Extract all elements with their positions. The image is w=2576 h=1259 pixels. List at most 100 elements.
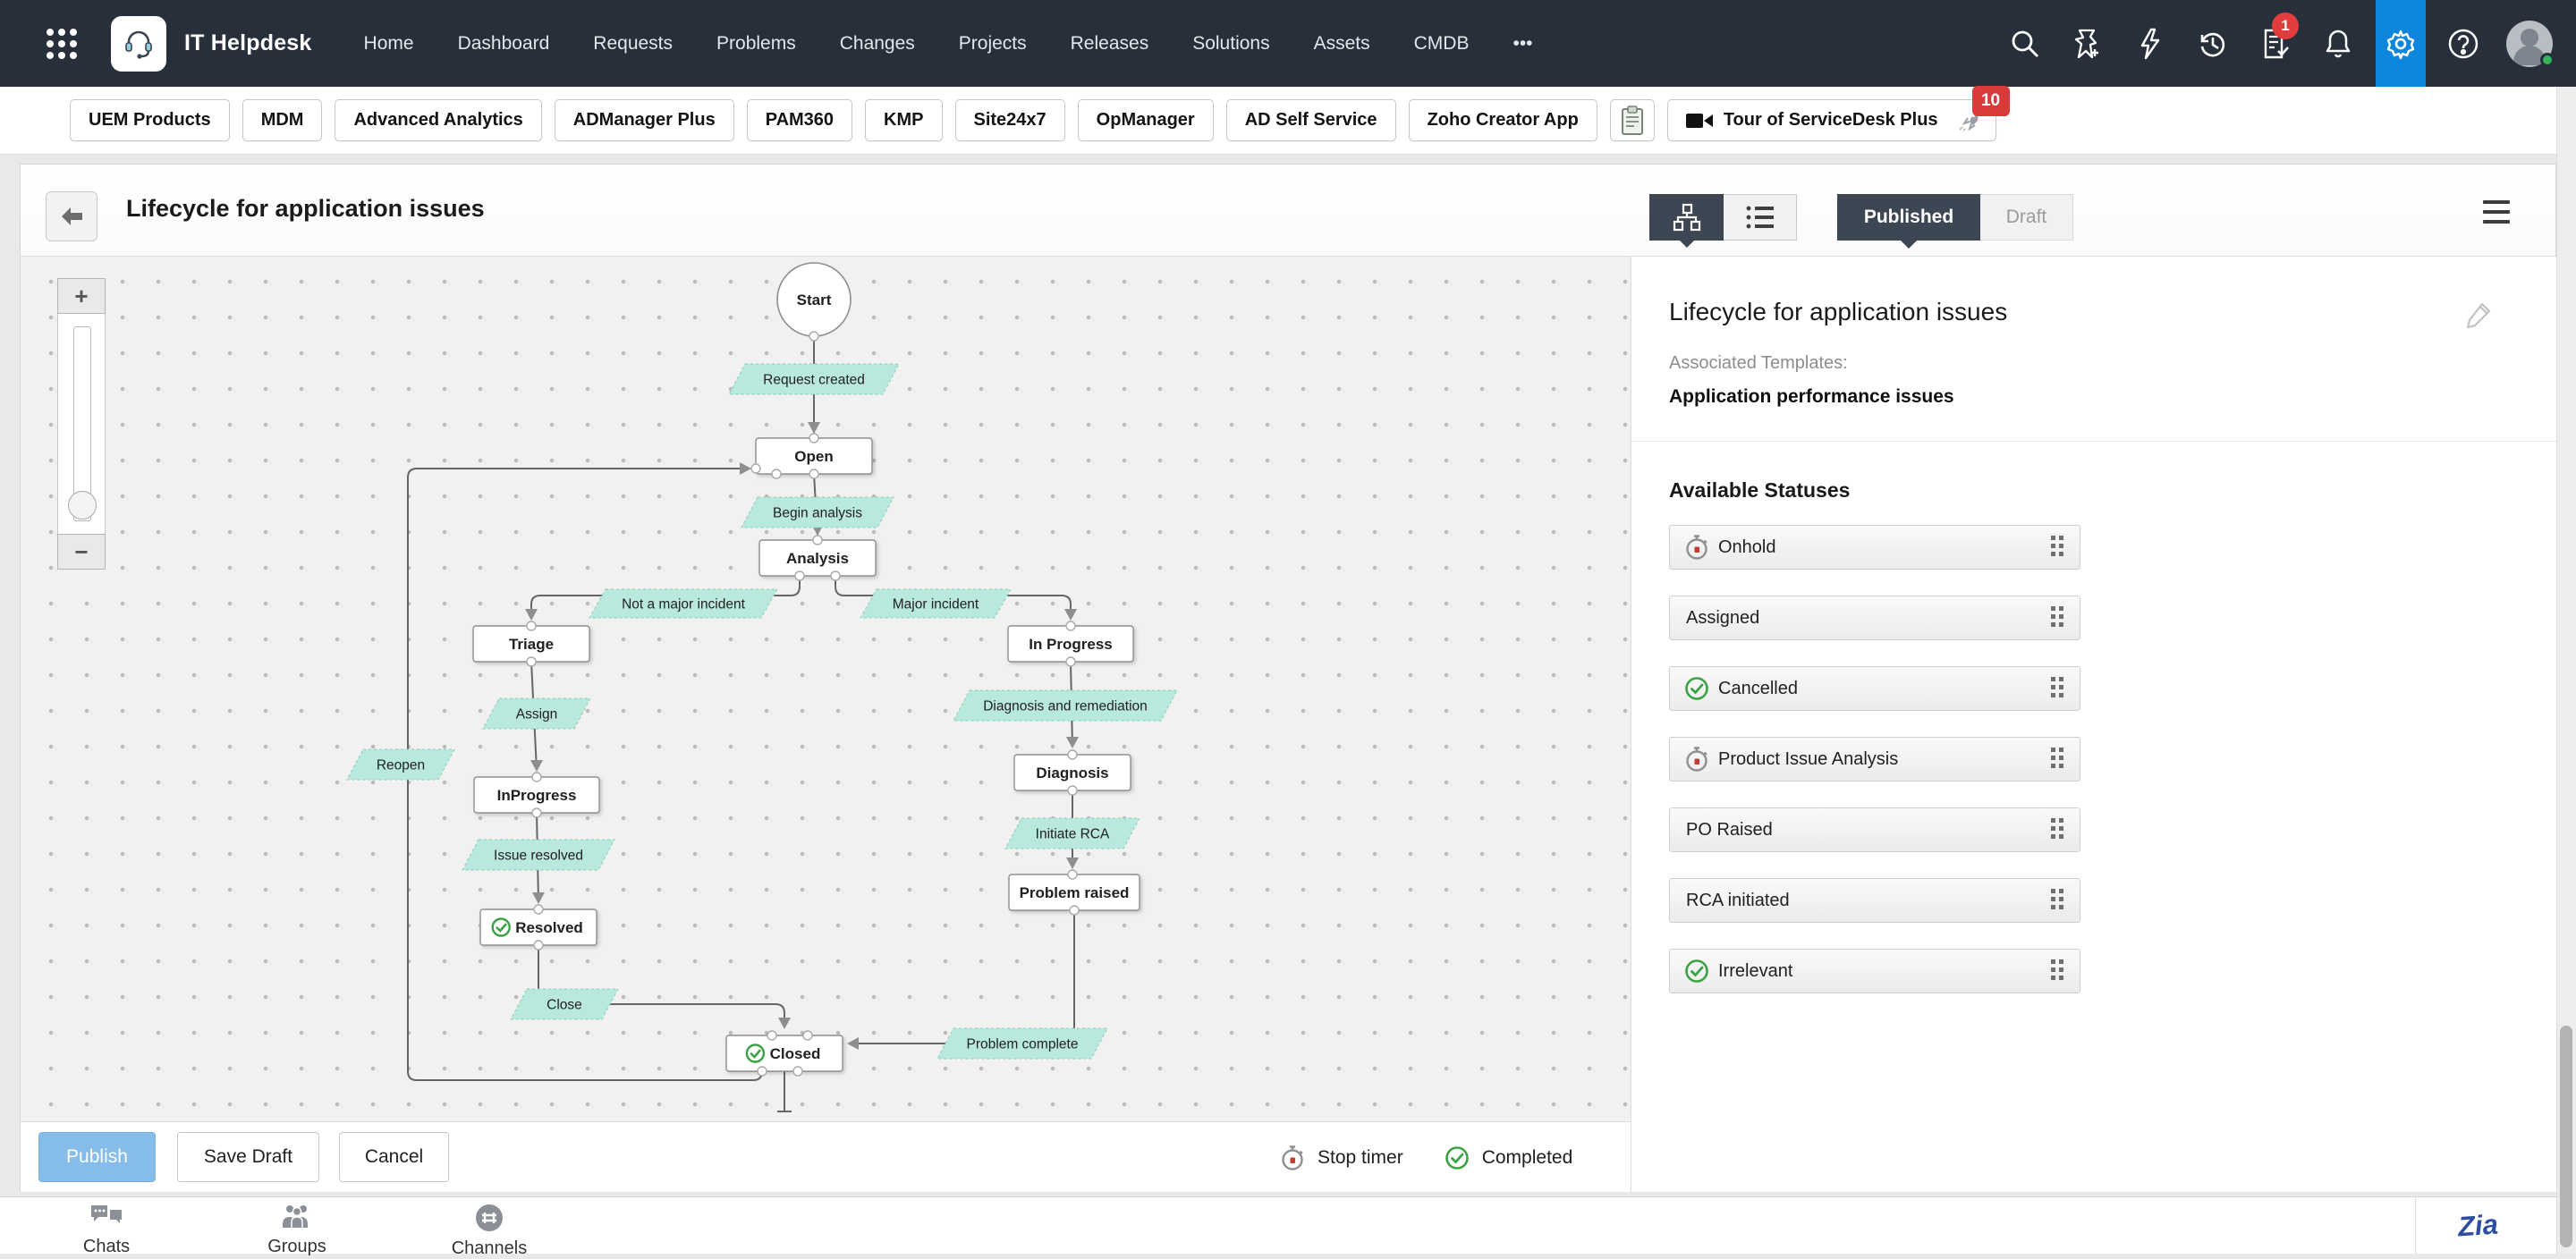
- quickbar-button-mdm[interactable]: MDM: [242, 99, 323, 141]
- connection-port[interactable]: [750, 463, 761, 474]
- drag-handle-icon[interactable]: [2051, 606, 2063, 627]
- flow-node-start[interactable]: Start: [776, 262, 852, 337]
- nav-item-releases[interactable]: Releases: [1070, 32, 1149, 54]
- user-avatar[interactable]: [2506, 20, 2555, 67]
- connection-port[interactable]: [812, 535, 823, 545]
- zoom-slider-track[interactable]: [57, 314, 106, 534]
- connection-port[interactable]: [767, 1030, 777, 1041]
- apps-grid-icon[interactable]: [47, 28, 77, 59]
- flow-node-analysis[interactable]: Analysis: [758, 539, 877, 577]
- connection-port[interactable]: [1067, 749, 1078, 760]
- connection-port[interactable]: [757, 1066, 767, 1077]
- flow-node-triage[interactable]: Triage: [472, 625, 590, 663]
- zoom-out-button[interactable]: −: [57, 534, 106, 570]
- flow-node-issue-resolved[interactable]: Issue resolved: [462, 839, 615, 871]
- flow-node-resolved[interactable]: Resolved: [479, 908, 597, 946]
- nav-item-problems[interactable]: Problems: [716, 32, 796, 54]
- quickbar-button-opmanager[interactable]: OpManager: [1077, 99, 1214, 141]
- nav-item-requests[interactable]: Requests: [593, 32, 674, 54]
- nav-item-home[interactable]: Home: [363, 32, 414, 54]
- quickbar-button-pam360[interactable]: PAM360: [746, 99, 853, 141]
- quickbar-button-zoho-creator-app[interactable]: Zoho Creator App: [1408, 99, 1597, 141]
- drag-handle-icon[interactable]: [2051, 889, 2063, 909]
- bell-icon[interactable]: [2313, 0, 2363, 87]
- drag-handle-icon[interactable]: [2051, 748, 2063, 768]
- nav-item-changes[interactable]: Changes: [839, 32, 915, 54]
- nav-item-cmdb[interactable]: CMDB: [1413, 32, 1470, 54]
- tab-draft[interactable]: Draft: [1980, 194, 2073, 241]
- flow-node-reopen[interactable]: Reopen: [346, 748, 455, 781]
- flow-node-closed[interactable]: Closed: [725, 1035, 843, 1072]
- status-row-rca-initiated[interactable]: RCA initiated: [1669, 878, 2080, 923]
- drag-handle-icon[interactable]: [2051, 536, 2063, 556]
- connection-port[interactable]: [526, 621, 537, 631]
- tab-published[interactable]: Published: [1837, 194, 1980, 241]
- flow-node-inprogress[interactable]: InProgress: [473, 776, 600, 814]
- flow-node-not-major-incident[interactable]: Not a major incident: [589, 588, 778, 619]
- drag-handle-icon[interactable]: [2051, 677, 2063, 697]
- flow-node-begin-analysis[interactable]: Begin analysis: [741, 496, 894, 528]
- status-row-cancelled[interactable]: Cancelled: [1669, 666, 2080, 711]
- edit-pencil-icon[interactable]: [2463, 300, 2494, 334]
- status-row-po-raised[interactable]: PO Raised: [1669, 807, 2080, 852]
- connection-port[interactable]: [531, 807, 542, 818]
- connection-port[interactable]: [830, 570, 841, 581]
- status-row-product-issue-analysis[interactable]: Product Issue Analysis: [1669, 737, 2080, 782]
- flow-node-close[interactable]: Close: [510, 988, 619, 1020]
- flowchart-view-toggle[interactable]: [1649, 194, 1724, 241]
- quickbar-button-ad-self-service[interactable]: AD Self Service: [1225, 99, 1396, 141]
- connection-port[interactable]: [794, 570, 805, 581]
- flow-node-diagnosis-and-remediation[interactable]: Diagnosis and remediation: [953, 689, 1178, 722]
- nav-item-dashboard[interactable]: Dashboard: [457, 32, 550, 54]
- page-scrollbar[interactable]: [2556, 87, 2576, 1254]
- status-row-irrelevant[interactable]: Irrelevant: [1669, 949, 2080, 993]
- flow-node-initiate-rca[interactable]: Initiate RCA: [1004, 817, 1140, 849]
- nav-item-projects[interactable]: Projects: [958, 32, 1027, 54]
- flow-node-problem-raised[interactable]: Problem raised: [1008, 874, 1140, 911]
- nav-item-assets[interactable]: Assets: [1313, 32, 1370, 54]
- help-icon[interactable]: [2438, 0, 2488, 87]
- nav-item--[interactable]: •••: [1513, 32, 1533, 54]
- connection-port[interactable]: [809, 331, 819, 342]
- connection-port[interactable]: [792, 1066, 803, 1077]
- zoom-in-button[interactable]: +: [57, 278, 106, 314]
- task-list-icon[interactable]: 1: [2250, 0, 2301, 87]
- list-view-toggle[interactable]: [1723, 194, 1797, 241]
- gear-icon[interactable]: [2376, 0, 2426, 87]
- connection-port[interactable]: [771, 469, 782, 479]
- status-row-onhold[interactable]: Onhold: [1669, 525, 2080, 570]
- ribbon-add-icon[interactable]: [2063, 0, 2113, 87]
- search-icon[interactable]: [2000, 0, 2050, 87]
- connection-port[interactable]: [809, 433, 819, 444]
- connection-port[interactable]: [1065, 656, 1076, 667]
- quickbar-button-kmp[interactable]: KMP: [865, 99, 943, 141]
- nav-item-solutions[interactable]: Solutions: [1192, 32, 1270, 54]
- zoom-slider-handle[interactable]: [68, 491, 97, 520]
- connection-port[interactable]: [531, 772, 542, 782]
- save-draft-button[interactable]: Save Draft: [177, 1132, 319, 1182]
- cancel-button[interactable]: Cancel: [339, 1132, 449, 1182]
- flow-node-major-incident[interactable]: Major incident: [860, 588, 1012, 619]
- dock-item-groups[interactable]: Groups: [243, 1203, 351, 1257]
- clipboard-icon[interactable]: [1609, 99, 1655, 141]
- zia-launcher[interactable]: Zia: [2415, 1197, 2540, 1255]
- connection-port[interactable]: [526, 656, 537, 667]
- flow-node-in-progress-major[interactable]: In Progress: [1007, 625, 1134, 663]
- flow-node-problem-complete[interactable]: Problem complete: [936, 1027, 1108, 1060]
- lightning-icon[interactable]: [2125, 0, 2175, 87]
- dock-item-chats[interactable]: Chats: [53, 1203, 160, 1257]
- history-icon[interactable]: [2188, 0, 2238, 87]
- flow-node-request-created[interactable]: Request created: [728, 363, 900, 395]
- connection-port[interactable]: [802, 1030, 813, 1041]
- flow-node-diagnosis[interactable]: Diagnosis: [1013, 754, 1131, 791]
- quickbar-button-uem-products[interactable]: UEM Products: [70, 99, 230, 141]
- drag-handle-icon[interactable]: [2051, 818, 2063, 839]
- connection-port[interactable]: [1069, 905, 1080, 916]
- scrollbar-thumb[interactable]: [2560, 1026, 2572, 1247]
- flow-node-open[interactable]: Open: [755, 437, 873, 475]
- drag-handle-icon[interactable]: [2051, 959, 2063, 980]
- connection-port[interactable]: [809, 469, 819, 479]
- quickbar-button-advanced-analytics[interactable]: Advanced Analytics: [335, 99, 542, 141]
